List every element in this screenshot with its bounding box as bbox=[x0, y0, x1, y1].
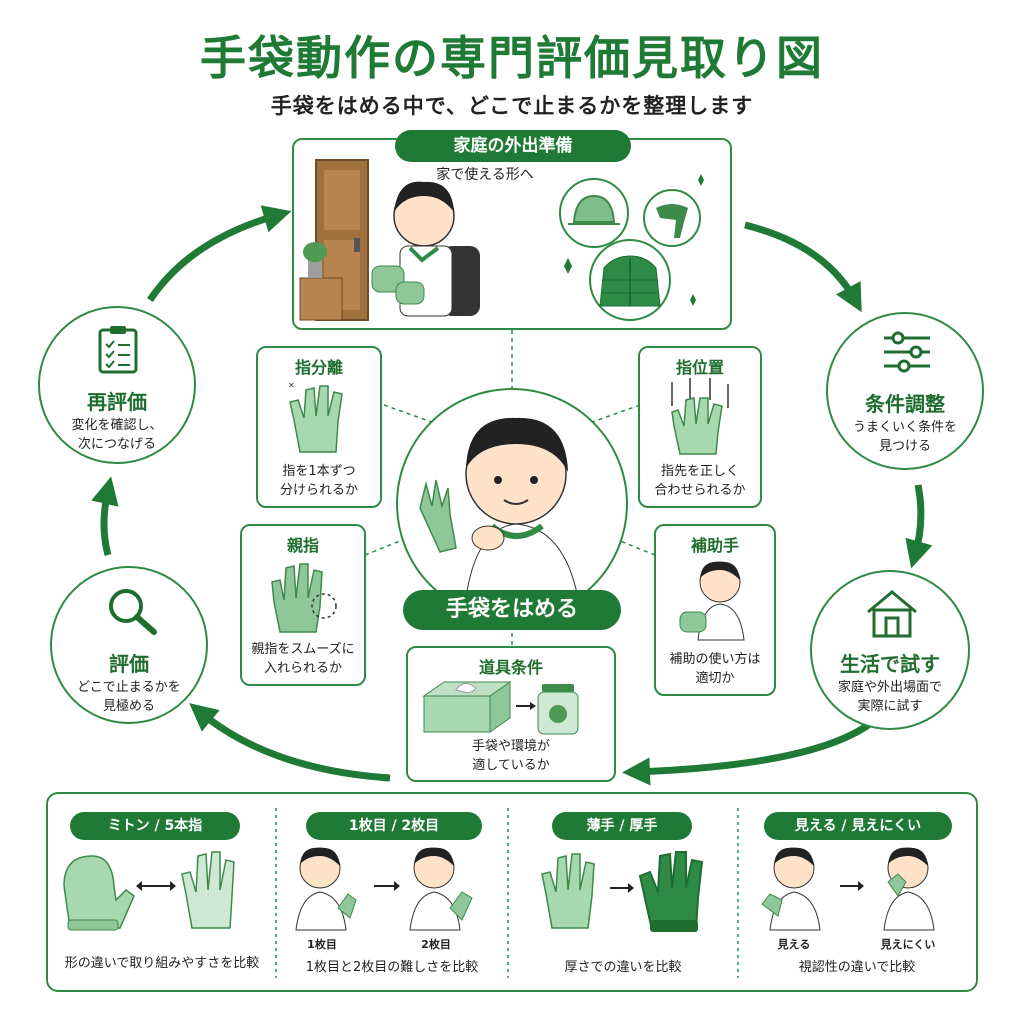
cycle-life-desc1: 家庭や外出場面で bbox=[837, 680, 942, 695]
arrow-adjust-to-life bbox=[905, 484, 933, 569]
svg-text:✕: ✕ bbox=[288, 381, 295, 390]
cycle-eval-title: 評価 bbox=[109, 652, 149, 676]
compare-desc-shape: 形の違いで取り組みやすさを比較 bbox=[64, 956, 260, 971]
finger-pos-glove-icon bbox=[671, 378, 729, 455]
house-icon bbox=[867, 590, 917, 638]
cycle-adjust-title: 条件調整 bbox=[865, 392, 945, 416]
compare-desc-layer: 1枚目と2枚目の難しさを比較 bbox=[305, 960, 479, 975]
visibility-compare-illustration bbox=[761, 847, 935, 931]
tools-illustration bbox=[422, 681, 579, 735]
tools-title: 道具条件 bbox=[478, 658, 543, 677]
helper-title: 補助手 bbox=[690, 536, 739, 555]
arrow-eval-to-reeval bbox=[91, 476, 119, 556]
mitten-vs-glove-illustration bbox=[63, 851, 235, 931]
finger-pos-line1: 指先を正しく bbox=[660, 464, 739, 479]
tools-line2: 適しているか bbox=[472, 758, 550, 773]
helper-line2: 適切か bbox=[695, 671, 735, 686]
compare-pill-layer: 1枚目 / 2枚目 bbox=[306, 812, 482, 840]
finger-sep-line1: 指を1本ずつ bbox=[282, 464, 356, 479]
compare-desc-visibility: 視認性の違いで比較 bbox=[798, 960, 916, 975]
home-prep-text: 家で使える形へ bbox=[436, 167, 534, 183]
magnifier-icon bbox=[109, 589, 157, 635]
cycle-reeval-desc1: 変化を確認し、 bbox=[71, 418, 163, 433]
cycle-eval: 評価 どこで止まるかを 見極める bbox=[50, 566, 208, 724]
compare-pill-shape: ミトン / 5本指 bbox=[70, 812, 240, 840]
helper-line1: 補助の使い方は bbox=[669, 652, 761, 667]
thickness-compare-illustration bbox=[541, 851, 704, 932]
thumb-line1: 親指をスムーズに bbox=[251, 642, 355, 657]
arrow-top-to-adjust bbox=[744, 221, 862, 313]
cycle-reeval-title: 再評価 bbox=[87, 390, 147, 414]
thumb-glove-icon bbox=[271, 563, 337, 633]
layer-left-label: 1枚目 bbox=[307, 938, 337, 951]
tools-line1: 手袋や環境が bbox=[471, 739, 550, 754]
arrow-life-to-tools bbox=[622, 717, 878, 786]
cycle-reeval-desc2: 次につなげる bbox=[77, 437, 156, 452]
helper-child-icon bbox=[679, 561, 745, 641]
arrow-tools-to-eval bbox=[189, 703, 391, 782]
cycle-eval-desc2: 見極める bbox=[102, 699, 155, 714]
cycle-adjust: 条件調整 うまくいく条件を 見つける bbox=[826, 312, 984, 470]
finger-pos-title: 指位置 bbox=[675, 358, 724, 377]
thumb-line2: 入れられるか bbox=[263, 661, 342, 676]
cycle-life: 生活で試す 家庭や外出場面で 実際に試す bbox=[810, 570, 970, 730]
cycle-eval-desc1: どこで止まるかを bbox=[77, 680, 181, 695]
compare-pill-visibility: 見える / 見えにくい bbox=[764, 812, 952, 840]
page-title: 手袋動作の専門評価見取り図 bbox=[200, 31, 824, 85]
thumb-title: 親指 bbox=[286, 536, 319, 555]
finger-pos-line2: 合わせられるか bbox=[654, 483, 746, 498]
cycle-reeval: 再評価 変化を確認し、 次につなげる bbox=[38, 306, 196, 464]
layer-right-label: 2枚目 bbox=[421, 938, 451, 951]
center-label: 手袋をはめる bbox=[403, 590, 621, 630]
finger-sep-title: 指分離 bbox=[294, 358, 343, 377]
cycle-adjust-desc2: 見つける bbox=[878, 439, 931, 454]
cycle-life-title: 生活で試す bbox=[840, 652, 940, 676]
layer-compare-illustration bbox=[295, 847, 473, 931]
center-child-illustration bbox=[419, 417, 579, 599]
finger-sep-line2: 分けられるか bbox=[279, 483, 358, 498]
compare-desc-thickness: 厚さでの違いを比較 bbox=[564, 960, 682, 975]
visibility-right-label: 見えにくい bbox=[880, 938, 936, 951]
page-subtitle: 手袋をはめる中で、どこで止まるかを整理します bbox=[270, 94, 754, 118]
compare-pill-thickness: 薄手 / 厚手 bbox=[552, 812, 692, 840]
arrow-reeval-to-top bbox=[147, 205, 292, 302]
clipboard-icon bbox=[98, 326, 138, 374]
home-prep-illustration bbox=[299, 159, 704, 321]
finger-sep-glove-icon: ✕ bbox=[288, 381, 343, 453]
sliders-icon bbox=[884, 331, 930, 373]
home-prep-heading: 家庭の外出準備 bbox=[395, 130, 631, 162]
cycle-adjust-desc1: うまくいく条件を bbox=[852, 420, 957, 435]
cycle-life-desc2: 実際に試す bbox=[857, 699, 923, 714]
visibility-left-label: 見える bbox=[777, 938, 811, 951]
